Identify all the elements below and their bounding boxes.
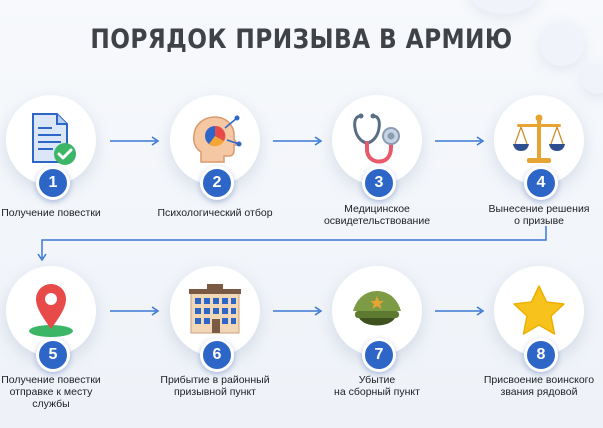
military-cap-icon [353, 291, 401, 326]
step-6-label: Прибытие в районный призывной пункт [160, 374, 270, 398]
step-7-number-badge: 7 [362, 338, 396, 372]
decor-circle-right [540, 22, 584, 66]
stethoscope-icon [353, 113, 400, 164]
arrow-3-to-4 [435, 136, 485, 146]
step-7-icon-circle [332, 266, 422, 356]
arrow-1-to-2 [110, 136, 160, 146]
step-1-icon-circle [6, 95, 96, 185]
step-6-number-badge: 6 [200, 338, 234, 372]
step-5-label: Получение повестки отправке к месту служ… [1, 374, 101, 410]
step-8-number-badge: 8 [524, 338, 558, 372]
page-title: ПОРЯДОК ПРИЗЫВА В АРМИЮ [90, 24, 513, 55]
step-4-number-badge: 4 [524, 166, 558, 200]
map-pin-icon [29, 284, 73, 337]
step-7-label: Убытие на сборный пункт [334, 374, 420, 398]
document-check-icon [32, 113, 76, 165]
step-1-number-badge: 1 [36, 166, 70, 200]
connector-4-to-5 [37, 226, 547, 262]
step-6-icon-circle [170, 266, 260, 356]
arrow-7-to-8 [435, 306, 485, 316]
step-5-number-badge: 5 [36, 338, 70, 372]
decor-circle-right-small [582, 64, 603, 94]
building-icon [189, 284, 241, 334]
arrow-6-to-7 [273, 306, 323, 316]
step-2-number-badge: 2 [200, 166, 234, 200]
step-2-label: Психологический отбор [157, 207, 273, 219]
arrow-2-to-3 [273, 136, 323, 146]
decor-circle-top-right [470, 0, 538, 14]
step-8-label: Присвоение воинского звания рядовой [483, 374, 595, 398]
step-3-label: Медицинское освидетельствование [323, 203, 431, 227]
step-8-icon-circle [494, 266, 584, 356]
step-1-label: Получение повестки [1, 207, 101, 219]
scales-icon [513, 114, 565, 163]
star-icon [513, 285, 565, 335]
head-chart-icon [193, 115, 242, 163]
step-4-label: Вынесение решения о призыве [488, 203, 590, 227]
step-3-number-badge: 3 [362, 166, 396, 200]
arrow-5-to-6 [110, 306, 160, 316]
